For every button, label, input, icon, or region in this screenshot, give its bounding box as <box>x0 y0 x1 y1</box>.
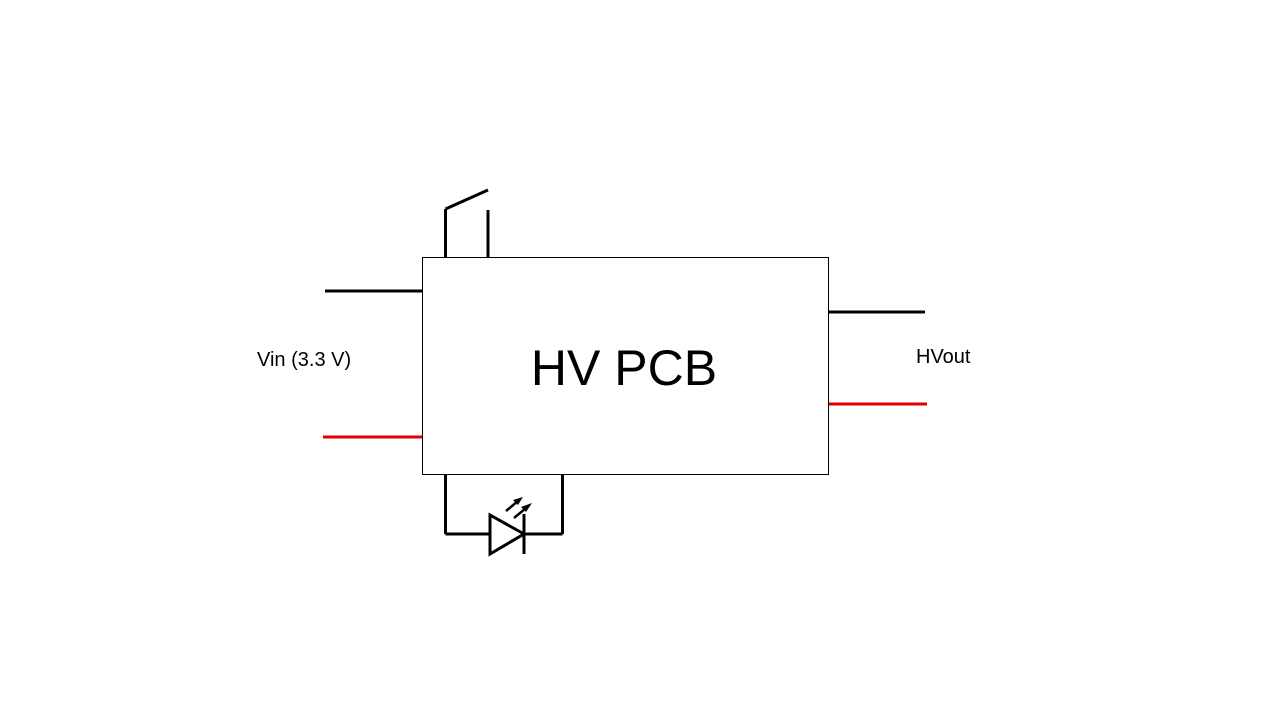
pcb-box <box>422 257 829 475</box>
pcb-label: HV PCB <box>531 340 717 396</box>
hvout-label: HVout <box>916 346 971 368</box>
led-icon <box>444 475 564 557</box>
switch-icon <box>444 188 490 257</box>
vin-label: Vin (3.3 V) <box>257 349 351 371</box>
